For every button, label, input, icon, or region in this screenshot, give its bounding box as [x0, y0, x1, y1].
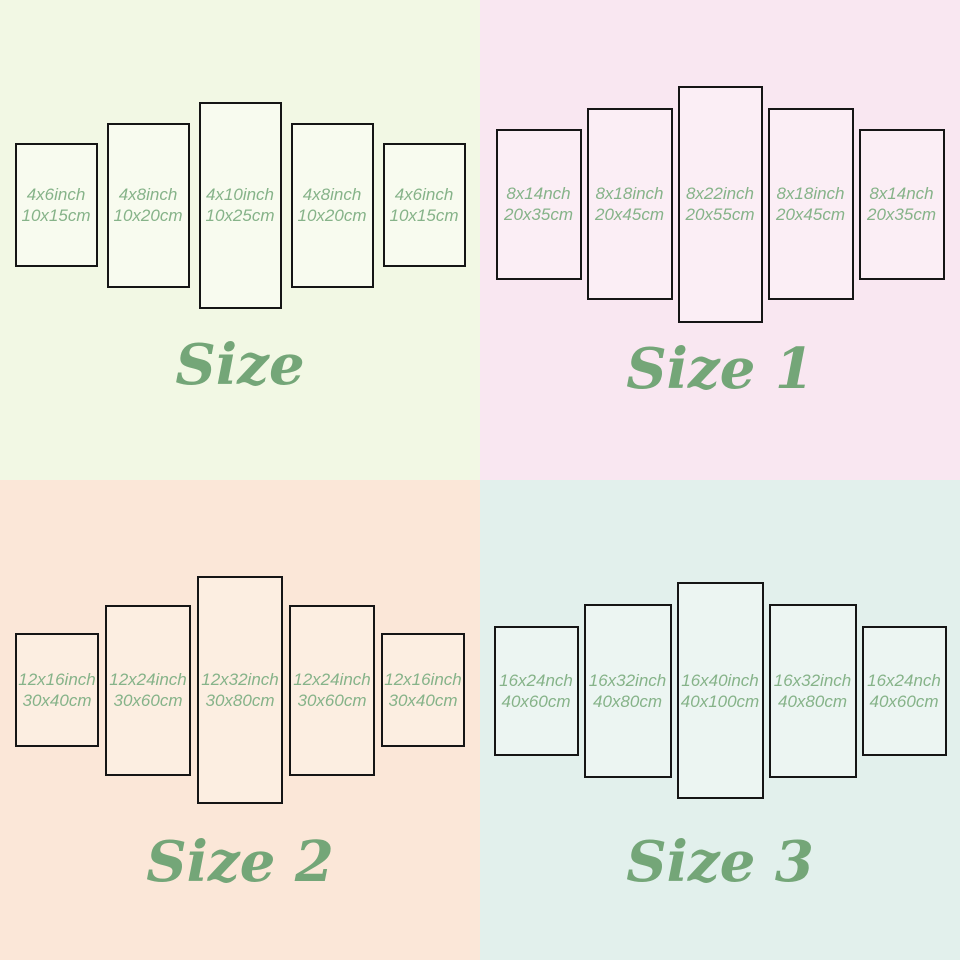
quadrant-size-1: 8x14nch 20x35cm 8x18inch 20x45cm 8x22inc…: [480, 0, 960, 480]
panel-size-inch: 16x32inch: [588, 670, 667, 690]
panel-size-inch: 8x18inch: [595, 184, 664, 203]
panel-size-label: 4x6inch 10x15cm: [390, 184, 459, 226]
panel-size-cm: 40x60cm: [501, 691, 571, 711]
panel-row: 8x14nch 20x35cm 8x18inch 20x45cm 8x22inc…: [480, 85, 960, 323]
canvas-panel: 16x24nch 40x60cm: [861, 625, 947, 756]
panel-size-cm: 10x15cm: [389, 206, 459, 225]
panel-size-inch: 12x16inch: [18, 670, 96, 689]
panel-size-cm: 20x45cm: [776, 205, 845, 224]
panel-size-inch: 12x32inch: [201, 670, 279, 689]
canvas-panel: 4x8inch 10x20cm: [290, 122, 374, 288]
panel-size-label: 12x32inch 30x80cm: [201, 669, 279, 711]
panel-size-inch: 8x22inch: [685, 184, 755, 203]
panel-size-inch: 16x24nch: [867, 670, 941, 690]
panel-size-label: 16x24nch 40x60cm: [867, 670, 941, 712]
panel-size-label: 12x16inch 30x40cm: [384, 669, 462, 711]
canvas-panel: 12x32inch 30x80cm: [197, 576, 283, 804]
panel-size-cm: 30x80cm: [205, 691, 275, 710]
panel-size-inch: 16x24nch: [499, 670, 573, 690]
panel-size-cm: 40x80cm: [778, 691, 847, 711]
canvas-panel: 4x8inch 10x20cm: [106, 122, 190, 288]
panel-size-label: 8x22inch 20x55cm: [686, 183, 755, 225]
panel-size-label: 16x32inch 40x80cm: [589, 670, 667, 712]
size-title: Size 3: [626, 829, 814, 895]
canvas-panel: 4x6inch 10x15cm: [382, 143, 466, 267]
canvas-panel: 12x24inch 30x60cm: [289, 604, 375, 776]
panel-size-label: 4x10inch 10x25cm: [206, 184, 275, 226]
quadrant-size: 4x6inch 10x15cm 4x8inch 10x20cm 4x10inch…: [0, 0, 480, 480]
panel-size-cm: 20x35cm: [867, 205, 936, 224]
panel-size-cm: 10x20cm: [113, 206, 183, 225]
canvas-panel: 16x24nch 40x60cm: [493, 625, 579, 756]
panel-size-label: 12x24inch 30x60cm: [109, 669, 187, 711]
panel-size-inch: 16x32inch: [773, 670, 852, 690]
panel-size-label: 8x18inch 20x45cm: [595, 183, 664, 225]
quadrant-size-2: 12x16inch 30x40cm 12x24inch 30x60cm 12x3…: [0, 480, 480, 960]
panel-size-inch: 12x24inch: [109, 670, 187, 689]
size-title: Size: [175, 332, 305, 398]
panel-size-cm: 20x45cm: [595, 205, 664, 224]
canvas-panel: 12x16inch 30x40cm: [381, 633, 465, 747]
canvas-panel: 12x16inch 30x40cm: [15, 633, 99, 747]
panel-size-label: 16x24nch 40x60cm: [499, 670, 573, 712]
canvas-panel: 16x40inch 40x100cm: [676, 582, 764, 799]
canvas-panel: 8x18inch 20x45cm: [767, 108, 854, 300]
canvas-panel: 8x22inch 20x55cm: [677, 85, 763, 323]
panel-size-cm: 10x15cm: [21, 206, 91, 225]
panel-size-cm: 10x20cm: [297, 206, 367, 225]
size-title: Size 2: [146, 829, 334, 895]
panel-size-label: 4x8inch 10x20cm: [298, 184, 367, 226]
panel-size-label: 16x32inch 40x80cm: [774, 670, 852, 712]
panel-size-inch: 4x10inch: [205, 185, 275, 204]
panel-size-label: 4x6inch 10x15cm: [22, 184, 91, 226]
canvas-panel: 8x14nch 20x35cm: [495, 128, 582, 280]
panel-size-label: 12x24inch 30x60cm: [293, 669, 371, 711]
panel-size-inch: 16x40inch: [681, 670, 759, 690]
panel-size-inch: 4x6inch: [26, 185, 86, 204]
panel-size-label: 4x8inch 10x20cm: [114, 184, 183, 226]
canvas-panel: 16x32inch 40x80cm: [768, 603, 857, 778]
panel-size-cm: 40x100cm: [680, 691, 760, 711]
panel-size-label: 8x14nch 20x35cm: [504, 183, 573, 225]
panel-size-inch: 8x14nch: [506, 184, 571, 203]
canvas-panel: 4x6inch 10x15cm: [14, 143, 98, 267]
panel-size-inch: 4x8inch: [118, 185, 178, 204]
panel-size-cm: 40x60cm: [869, 691, 939, 711]
panel-size-cm: 10x25cm: [205, 206, 275, 225]
panel-size-inch: 4x8inch: [302, 185, 362, 204]
panel-row: 12x16inch 30x40cm 12x24inch 30x60cm 12x3…: [0, 576, 480, 804]
panel-size-cm: 30x40cm: [22, 691, 92, 710]
panel-row: 16x24nch 40x60cm 16x32inch 40x80cm 16x40…: [480, 582, 960, 799]
canvas-panel: 12x24inch 30x60cm: [105, 604, 191, 776]
panel-size-inch: 4x6inch: [394, 185, 454, 204]
canvas-panel: 8x14nch 20x35cm: [858, 128, 945, 280]
panel-size-cm: 30x60cm: [113, 691, 183, 710]
quadrant-size-3: 16x24nch 40x60cm 16x32inch 40x80cm 16x40…: [480, 480, 960, 960]
panel-size-cm: 20x35cm: [504, 205, 573, 224]
panel-size-label: 16x40inch 40x100cm: [681, 670, 759, 712]
size-title: Size 1: [626, 336, 814, 402]
panel-size-inch: 12x24inch: [293, 670, 371, 689]
panel-size-label: 12x16inch 30x40cm: [18, 669, 96, 711]
canvas-panel: 4x10inch 10x25cm: [198, 101, 282, 309]
canvas-panel: 8x18inch 20x45cm: [586, 108, 673, 300]
panel-size-cm: 20x55cm: [685, 205, 755, 224]
panel-size-label: 8x18inch 20x45cm: [776, 183, 845, 225]
panel-row: 4x6inch 10x15cm 4x8inch 10x20cm 4x10inch…: [0, 101, 480, 309]
canvas-panel: 16x32inch 40x80cm: [583, 603, 672, 778]
panel-size-cm: 30x60cm: [297, 691, 367, 710]
panel-size-cm: 30x40cm: [388, 691, 458, 710]
panel-size-inch: 8x18inch: [776, 184, 845, 203]
panel-size-cm: 40x80cm: [593, 691, 662, 711]
panel-size-label: 8x14nch 20x35cm: [867, 183, 936, 225]
panel-size-inch: 12x16inch: [384, 670, 462, 689]
panel-size-inch: 8x14nch: [869, 184, 934, 203]
